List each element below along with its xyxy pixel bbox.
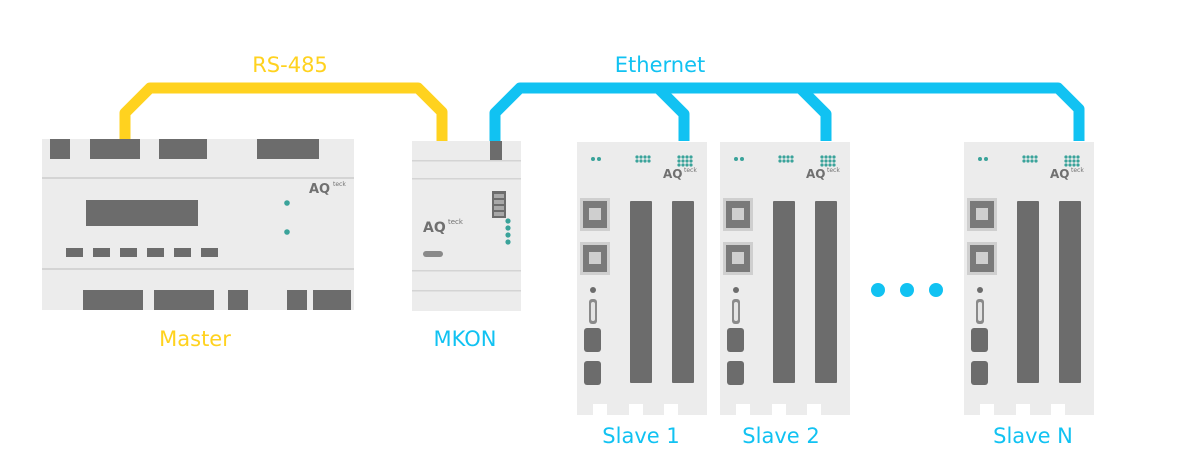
master-top-terminals [50,139,319,159]
master-device: AQ teck [42,139,354,310]
mkon-usb-port [423,251,443,257]
svg-text:AQ: AQ [423,220,446,236]
svg-text:teck: teck [827,167,840,174]
master-bottom-terminals [83,290,351,310]
master-led-2 [284,229,290,235]
slave-device-2: AQ teck [720,142,850,415]
ethernet-label: Ethernet [615,53,705,77]
master-buttons [66,248,218,257]
svg-text:AQ: AQ [309,182,330,197]
slave-1-label: Slave 1 [602,424,679,448]
slave-device-1: AQ teck [577,142,707,415]
slave-2-logo: AQ teck [806,167,840,181]
svg-text:teck: teck [684,167,697,174]
rs485-cable [119,82,448,141]
mkon-device: AQ teck [412,141,521,311]
svg-text:AQ: AQ [1050,167,1070,181]
slave-1-logo: AQ teck [663,167,697,181]
svg-text:AQ: AQ [663,167,683,181]
svg-text:AQ: AQ [806,167,826,181]
svg-text:teck: teck [1071,167,1084,174]
ellipsis-dots [871,283,943,297]
slave-n-label: Slave N [993,424,1073,448]
rs485-label: RS-485 [252,53,328,77]
slave-2-label: Slave 2 [742,424,819,448]
mkon-leds [505,218,511,245]
master-logo: AQ teck [309,181,346,197]
mkon-logo: AQ teck [423,218,464,236]
slave-device-n: AQ teck [964,142,1094,415]
master-led-1 [284,200,290,206]
svg-text:teck: teck [333,181,346,188]
slave-n-logo: AQ teck [1050,167,1084,181]
mkon-top-connector [490,141,502,160]
master-label: Master [159,327,231,351]
mkon-dip-switch [492,191,506,218]
svg-text:teck: teck [448,218,464,226]
master-display [86,200,198,226]
ethernet-cable [489,82,1085,141]
mkon-label: MKON [434,327,497,351]
